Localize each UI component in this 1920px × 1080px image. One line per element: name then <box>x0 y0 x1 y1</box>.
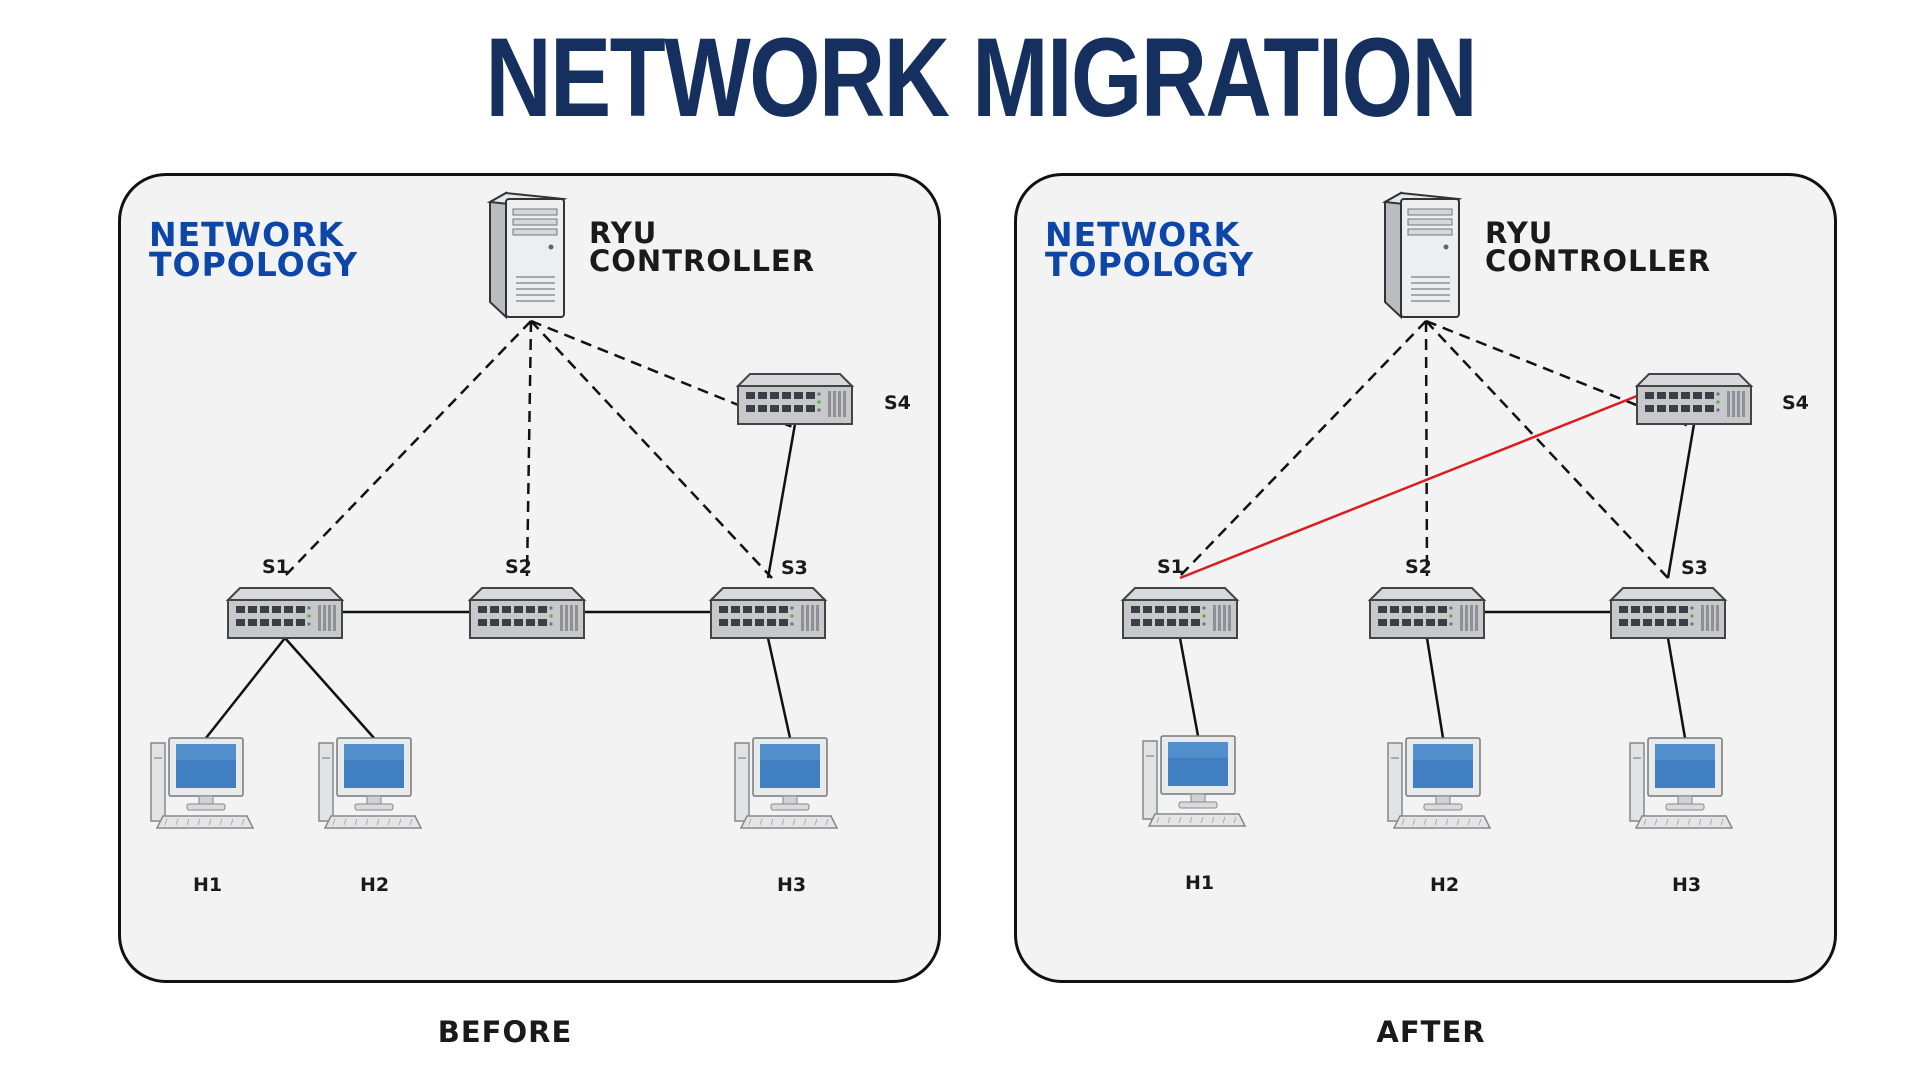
panel-heading-line2: TOPOLOGY <box>1045 245 1254 284</box>
panel-heading-line1: NETWORK <box>149 215 345 254</box>
host-label-h3: H3 <box>777 874 806 896</box>
network-switch-icon <box>1634 373 1754 425</box>
desktop-computer-icon <box>1142 735 1247 827</box>
desktop-computer-icon <box>734 737 839 829</box>
page-title: NETWORK MIGRATION <box>485 15 1477 140</box>
data-link-s3-h3 <box>766 637 792 739</box>
server-tower-icon <box>486 191 568 320</box>
host-label-h1: H1 <box>193 874 222 896</box>
control-link-s3 <box>1425 320 1669 579</box>
control-link-s3 <box>530 320 773 579</box>
caption-after: AFTER <box>1376 1015 1486 1049</box>
control-link-s1 <box>1179 320 1427 577</box>
new-link-s1-s4 <box>1179 394 1638 580</box>
network-switch-icon <box>467 587 587 639</box>
switch-label-s4: S4 <box>1782 392 1809 414</box>
control-link-s1 <box>284 320 532 577</box>
host-label-h2: H2 <box>360 874 389 896</box>
switch-label-s2: S2 <box>505 556 532 578</box>
panel-heading-line2: TOPOLOGY <box>149 245 358 284</box>
desktop-computer-icon <box>1629 737 1734 829</box>
data-link-s3-s4 <box>766 423 797 579</box>
switch-label-s1: S1 <box>262 556 289 578</box>
data-link-s1-h1 <box>1178 637 1200 737</box>
desktop-computer-icon <box>1387 737 1492 829</box>
controller-label-line2: CONTROLLER <box>1485 244 1711 278</box>
network-switch-icon <box>735 373 855 425</box>
controller-label-line1: RYU <box>589 216 657 250</box>
desktop-computer-icon <box>150 737 255 829</box>
caption-before: BEFORE <box>437 1015 573 1049</box>
control-link-s2 <box>1424 320 1429 577</box>
network-switch-icon <box>1120 587 1240 639</box>
switch-label-s3: S3 <box>1681 557 1708 579</box>
data-link-s1-h1 <box>205 637 286 739</box>
control-link-s2 <box>525 320 533 577</box>
controller-label-line2: CONTROLLER <box>589 244 815 278</box>
network-switch-icon <box>708 587 828 639</box>
network-switch-icon <box>1608 587 1728 639</box>
data-link-s3-h3 <box>1666 637 1687 739</box>
switch-label-s1: S1 <box>1157 556 1184 578</box>
controller-label-line1: RYU <box>1485 216 1553 250</box>
data-link-s2-h2 <box>1425 637 1445 739</box>
host-label-h1: H1 <box>1185 872 1214 894</box>
switch-label-s3: S3 <box>781 557 808 579</box>
host-label-h3: H3 <box>1672 874 1701 896</box>
network-switch-icon <box>225 587 345 639</box>
data-link-s1-h2 <box>284 637 375 739</box>
host-label-h2: H2 <box>1430 874 1459 896</box>
data-link-s3-s4 <box>1666 423 1696 579</box>
panel-heading-line1: NETWORK <box>1045 215 1241 254</box>
switch-label-s2: S2 <box>1405 556 1432 578</box>
switch-label-s4: S4 <box>884 392 911 414</box>
network-switch-icon <box>1367 587 1487 639</box>
desktop-computer-icon <box>318 737 423 829</box>
server-tower-icon <box>1381 191 1463 320</box>
